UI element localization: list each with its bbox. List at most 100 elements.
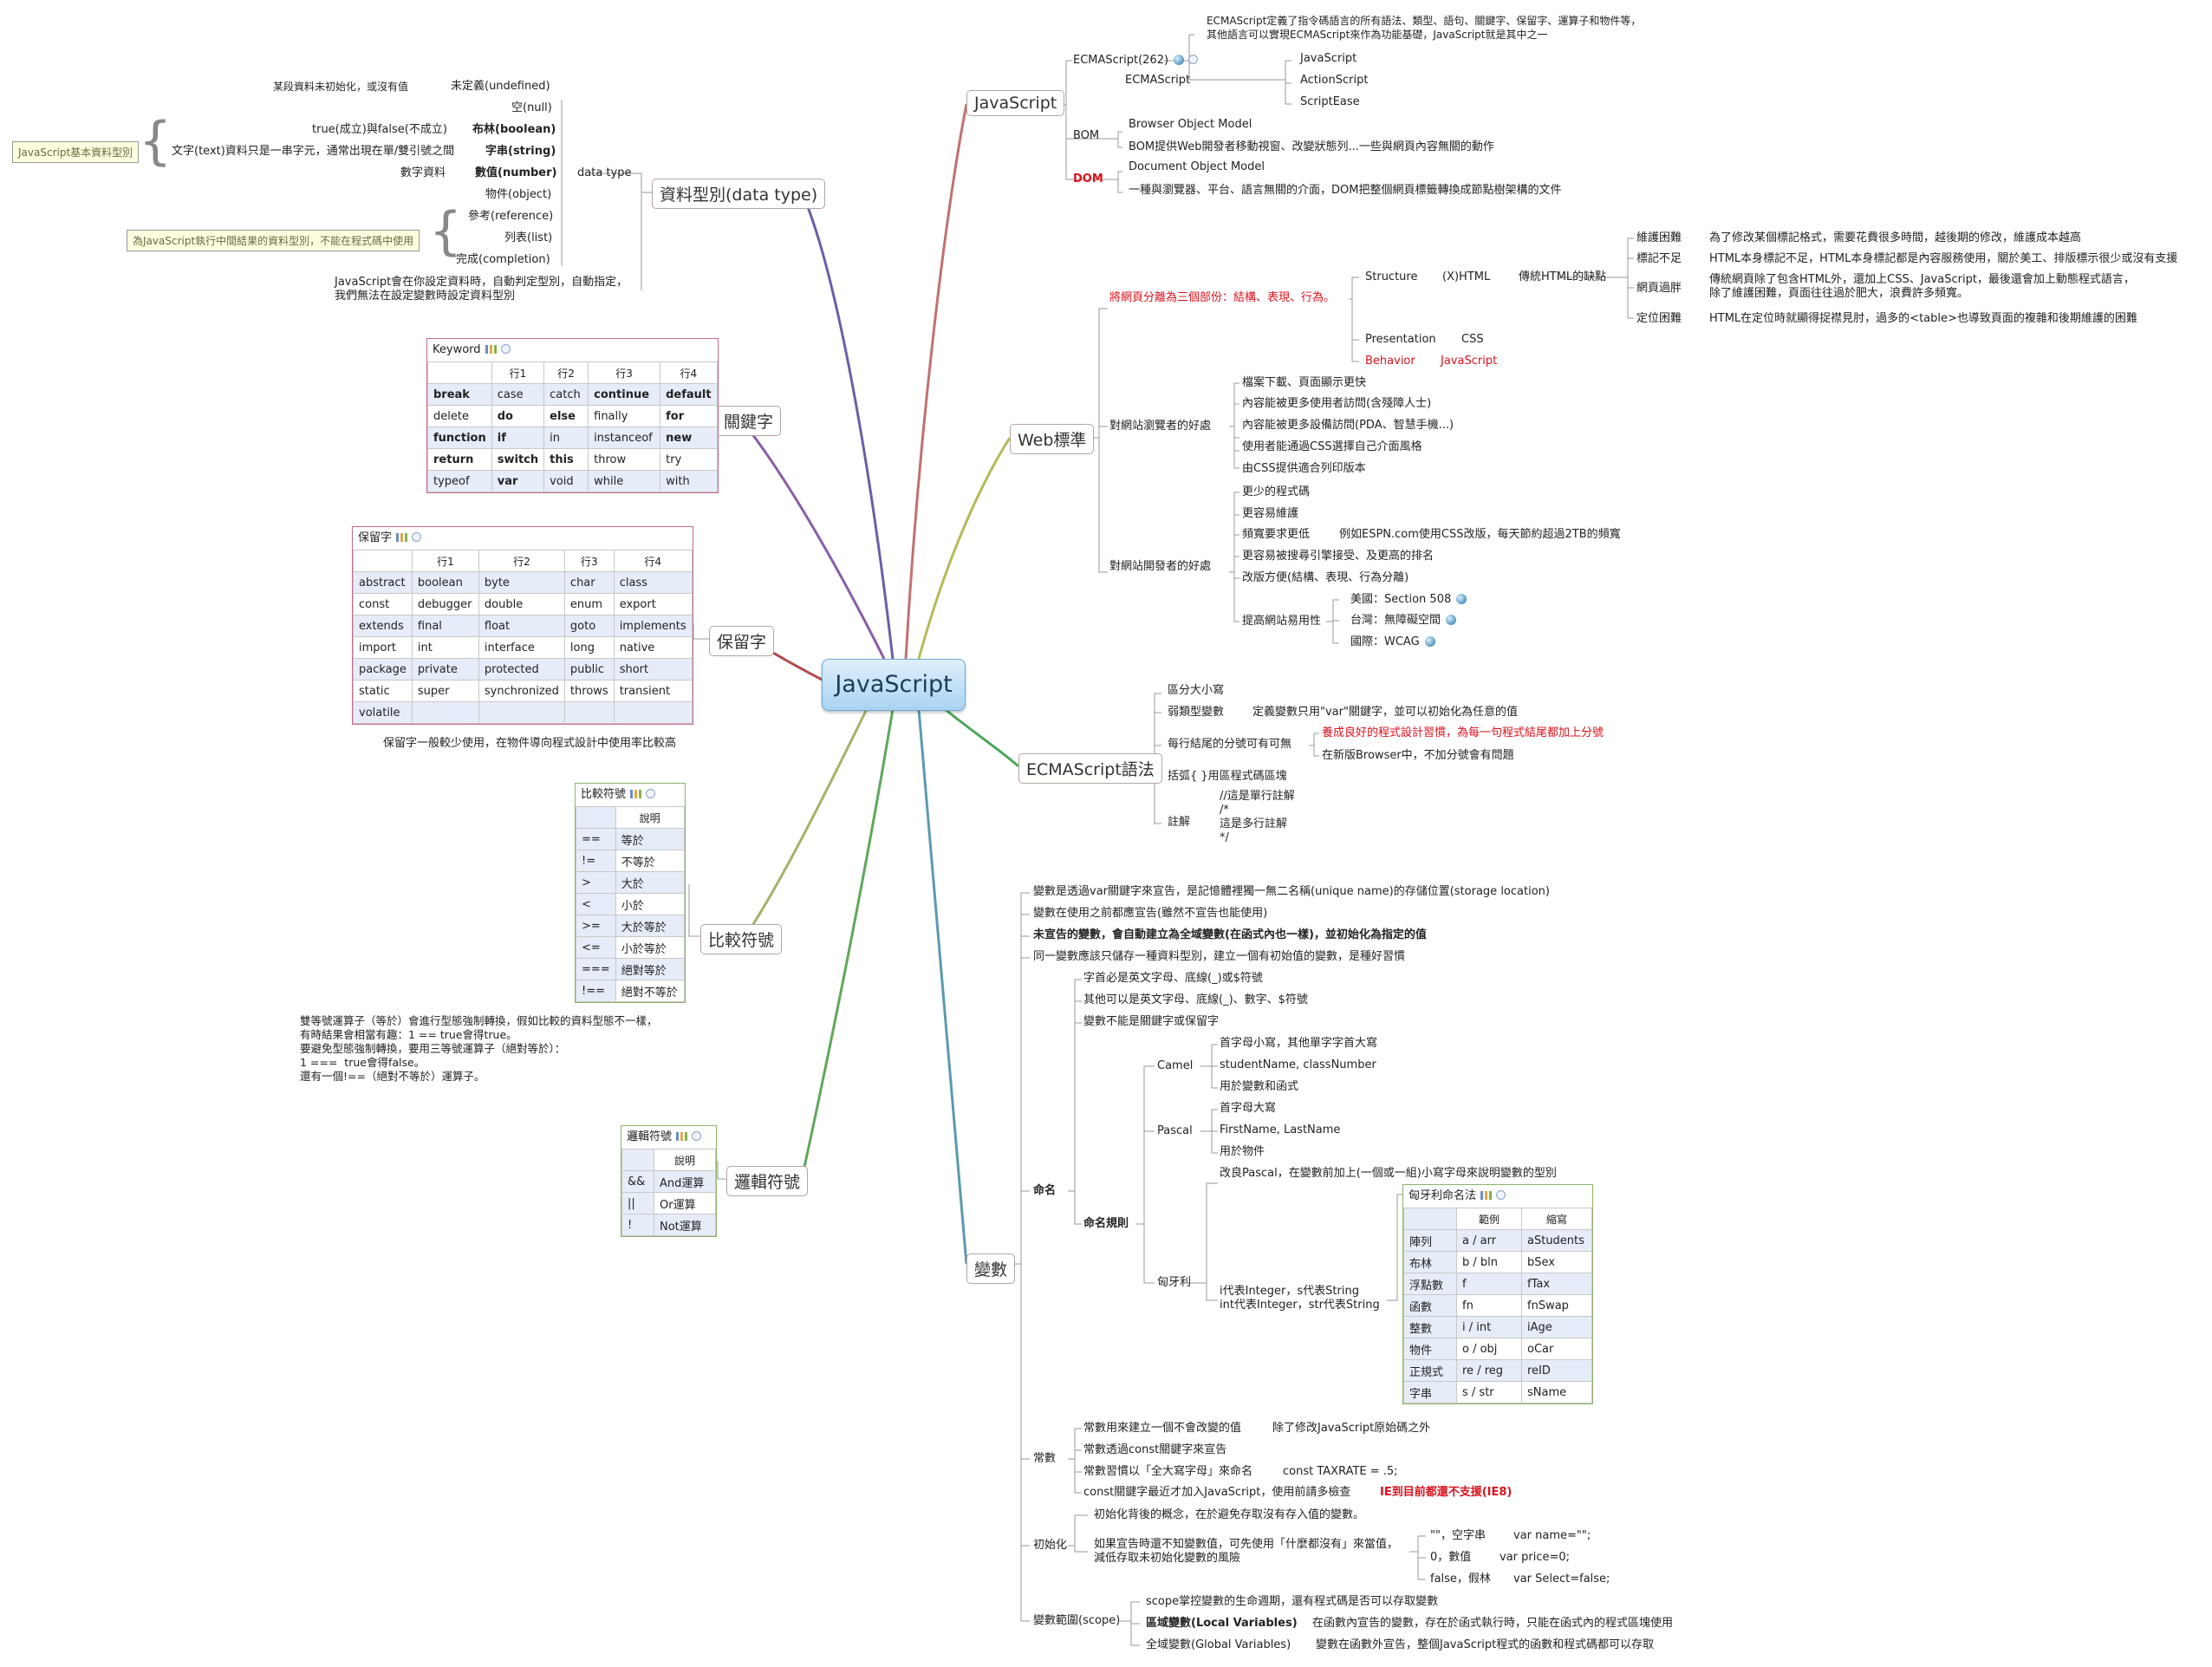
hungarian-node[interactable]: 匈牙利	[1157, 1276, 1192, 1289]
table-cell: transient	[613, 680, 693, 702]
var-line-2: 未宣告的變數，會自動建立為全域變數(在函式內也一樣)，並初始化為指定的值	[1033, 928, 1427, 941]
viewer-benefit[interactable]: 對網站瀏覽者的好處	[1109, 420, 1212, 433]
dev-benefit[interactable]: 對網站開發者的好處	[1109, 560, 1212, 573]
type-number[interactable]: 數值(number)	[475, 166, 557, 179]
table-cell: s / str	[1456, 1381, 1522, 1403]
callout-basic-types[interactable]: JavaScript基本資料型別	[12, 141, 140, 163]
semicolon-item-1: 在新版Browser中，不加分號會有問題	[1322, 749, 1514, 762]
callout-intermediate-types[interactable]: 為JavaScript執行中間結果的資料型別，不能在程式碼中使用	[127, 230, 420, 251]
bom-item-0: Browser Object Model	[1129, 118, 1252, 131]
pascal-item-0: 首字母大寫	[1220, 1102, 1277, 1115]
syntax-weak[interactable]: 弱類型變數	[1168, 706, 1225, 719]
collapse-icon[interactable]	[500, 344, 511, 354]
init-code-2: var Select=false;	[1513, 1573, 1610, 1586]
collapse-icon[interactable]	[1496, 1190, 1506, 1200]
table-cell: char	[563, 571, 615, 594]
table-cell: <	[576, 893, 616, 915]
type-boolean[interactable]: 布林(boolean)	[472, 123, 556, 136]
table-cell: i / int	[1456, 1316, 1522, 1338]
table-cell: 說明	[654, 1149, 716, 1171]
type-string[interactable]: 字串(string)	[485, 145, 556, 158]
scope-item-2: 全域變數(Global Variables)	[1146, 1638, 1291, 1651]
const-note-1: const TAXRATE = .5;	[1283, 1465, 1398, 1478]
type-undefined[interactable]: 未定義(undefined)	[451, 80, 550, 93]
html-faults-node[interactable]: 傳統HTML的缺點	[1519, 270, 1607, 283]
collapse-icon[interactable]	[1188, 55, 1199, 64]
topic-web-standards[interactable]: Web標準	[1010, 424, 1095, 454]
topic-reserved-words[interactable]: 保留字	[709, 626, 775, 656]
table-cell: 布林	[1403, 1251, 1457, 1273]
ecmascript-node[interactable]: ECMAScript	[1125, 74, 1191, 87]
xhtml-node[interactable]: (X)HTML	[1442, 270, 1491, 283]
impl-actionscript[interactable]: ActionScript	[1300, 74, 1369, 87]
table-cell: abstract	[353, 571, 413, 594]
type-object[interactable]: 物件(object)	[485, 188, 552, 201]
table-cell: 絕對等於	[615, 958, 685, 980]
syntax-case[interactable]: 區分大小寫	[1168, 684, 1225, 697]
collapse-icon[interactable]	[646, 789, 656, 798]
topic-data-type[interactable]: 資料型別(data type)	[652, 179, 826, 209]
behavior-node[interactable]: Behavior	[1365, 355, 1415, 368]
init-node[interactable]: 初始化	[1033, 1539, 1068, 1552]
init-code-1: var price=0;	[1500, 1551, 1571, 1564]
table-cell: 行3	[588, 361, 661, 384]
dev-item-5: 提高網站易用性	[1242, 615, 1322, 628]
hungarian-header-abbr: 縮寫	[1521, 1208, 1592, 1230]
rules-node[interactable]: 命名規則	[1083, 1217, 1129, 1230]
boolean-desc: true(成立)與false(不成立)	[312, 123, 447, 136]
fault-key-0: 維護困難	[1636, 231, 1682, 244]
dom-node[interactable]: DOM	[1073, 173, 1103, 186]
bom-node[interactable]: BOM	[1073, 129, 1100, 142]
const-node[interactable]: 常數	[1033, 1452, 1057, 1465]
syntax-comment[interactable]: 註解	[1168, 816, 1191, 829]
ecma262-node[interactable]: ECMAScript(262)	[1073, 54, 1199, 68]
init-code-0: var name="";	[1513, 1529, 1591, 1542]
naming-item-1: 其他可以是英文字母、底線(_)、數字、$符號	[1083, 993, 1308, 1006]
syntax-braces[interactable]: 括弧{ }用區程式碼區塊	[1168, 770, 1287, 783]
table-cell	[613, 701, 693, 724]
topic-ecmascript-syntax[interactable]: ECMAScript語法	[1018, 753, 1162, 784]
behavior-js-node[interactable]: JavaScript	[1441, 355, 1498, 368]
naming-item-2: 變數不能是關鍵字或保留字	[1083, 1015, 1220, 1028]
camel-item-0: 首字母小寫，其他單字字首大寫	[1220, 1037, 1378, 1050]
type-null[interactable]: 空(null)	[511, 101, 552, 114]
table-cell: long	[563, 636, 615, 659]
topic-comparison[interactable]: 比較符號	[700, 924, 783, 954]
type-reference[interactable]: 參考(reference)	[468, 210, 554, 223]
table-row: !==絕對不等於	[576, 980, 685, 1002]
init-val-2: false，假林	[1430, 1573, 1491, 1586]
table-cell: !=	[576, 850, 616, 872]
table-cell: 行3	[563, 550, 615, 572]
table-cell: package	[353, 658, 413, 680]
topic-keywords[interactable]: 關鍵字	[716, 406, 782, 436]
syntax-semicolon[interactable]: 每行結尾的分號可有可無	[1168, 738, 1292, 751]
structure-node[interactable]: Structure	[1365, 270, 1418, 283]
type-list[interactable]: 列表(list)	[504, 231, 553, 244]
css-node[interactable]: CSS	[1461, 333, 1484, 346]
collapse-icon[interactable]	[692, 1131, 702, 1141]
impl-javascript[interactable]: JavaScript	[1300, 52, 1357, 65]
table-cell: case	[491, 383, 545, 406]
central-topic[interactable]: JavaScript	[822, 659, 966, 711]
presentation-node[interactable]: Presentation	[1365, 333, 1436, 346]
table-row: <小於	[576, 893, 685, 915]
viewer-item-4: 由CSS提供適合列印版本	[1242, 462, 1366, 475]
topic-javascript[interactable]: JavaScript	[966, 90, 1065, 116]
table-cell: extends	[353, 615, 413, 637]
table-cell: debugger	[411, 593, 479, 615]
type-completion[interactable]: 完成(completion)	[456, 253, 550, 266]
naming-node[interactable]: 命名	[1033, 1184, 1057, 1197]
scope-node[interactable]: 變數範圍(scope)	[1033, 1614, 1121, 1627]
data-type-node[interactable]: data type	[577, 166, 632, 179]
impl-scriptease[interactable]: ScriptEase	[1300, 95, 1360, 108]
three-parts[interactable]: 將網頁分離為三個部份：結構、表現、行為。	[1109, 291, 1336, 304]
camel-node[interactable]: Camel	[1157, 1059, 1194, 1072]
comment-text: //這是單行註解 /* 這是多行註解 */	[1220, 790, 1295, 844]
topic-logic[interactable]: 邏輯符號	[726, 1166, 809, 1196]
collapse-icon[interactable]	[412, 532, 422, 542]
topic-variables[interactable]: 變數	[966, 1254, 1016, 1284]
pascal-node[interactable]: Pascal	[1157, 1124, 1193, 1137]
